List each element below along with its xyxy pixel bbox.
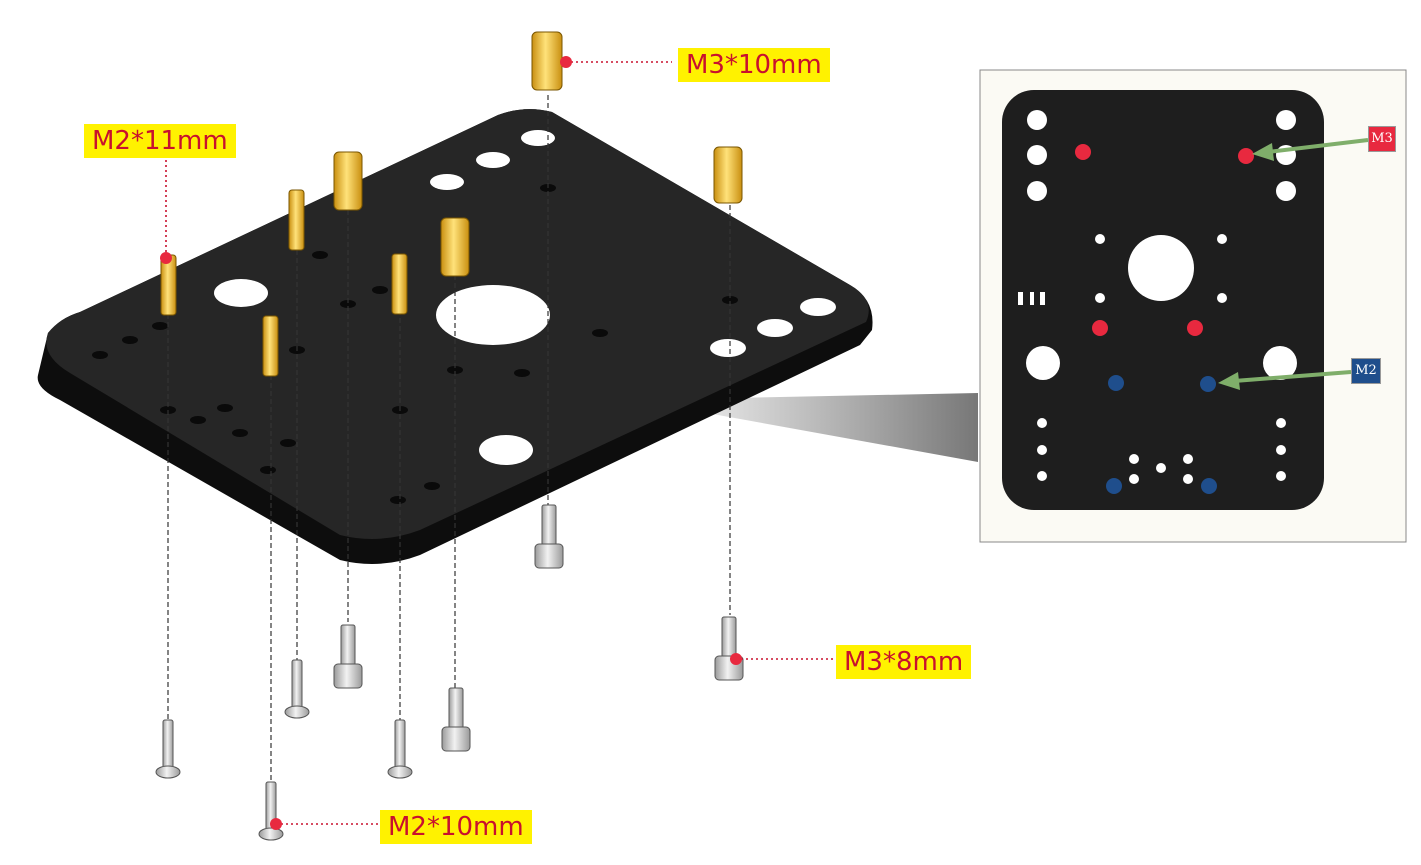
m2-standoff xyxy=(160,254,177,316)
inset-detail xyxy=(979,69,1407,543)
m3-standoff xyxy=(440,217,470,277)
inset-tag-m2: M2 xyxy=(1351,358,1381,384)
assembly-guides xyxy=(167,95,731,782)
m2-standoff xyxy=(262,315,279,377)
callout-markers xyxy=(160,56,742,830)
mounting-plate xyxy=(37,109,873,564)
m3-hole-markers xyxy=(1075,144,1254,336)
inset-arrows xyxy=(1218,138,1369,390)
label-m3-10mm: M3*10mm xyxy=(678,48,830,82)
m2-hole-markers xyxy=(1106,375,1217,494)
screws xyxy=(155,504,744,841)
label-m2-10mm: M2*10mm xyxy=(380,810,532,844)
callout-leaders xyxy=(165,61,834,825)
m3-standoff xyxy=(333,151,363,211)
m2-standoff xyxy=(288,189,305,251)
label-m2-11mm: M2*11mm xyxy=(84,124,236,158)
m3-standoff xyxy=(531,31,563,91)
inset-holes xyxy=(1018,110,1297,484)
m2-standoff xyxy=(391,253,408,315)
label-m3-8mm: M3*8mm xyxy=(836,645,972,679)
inset-tag-m3: M3 xyxy=(1368,126,1396,152)
m3-standoff xyxy=(713,146,743,204)
